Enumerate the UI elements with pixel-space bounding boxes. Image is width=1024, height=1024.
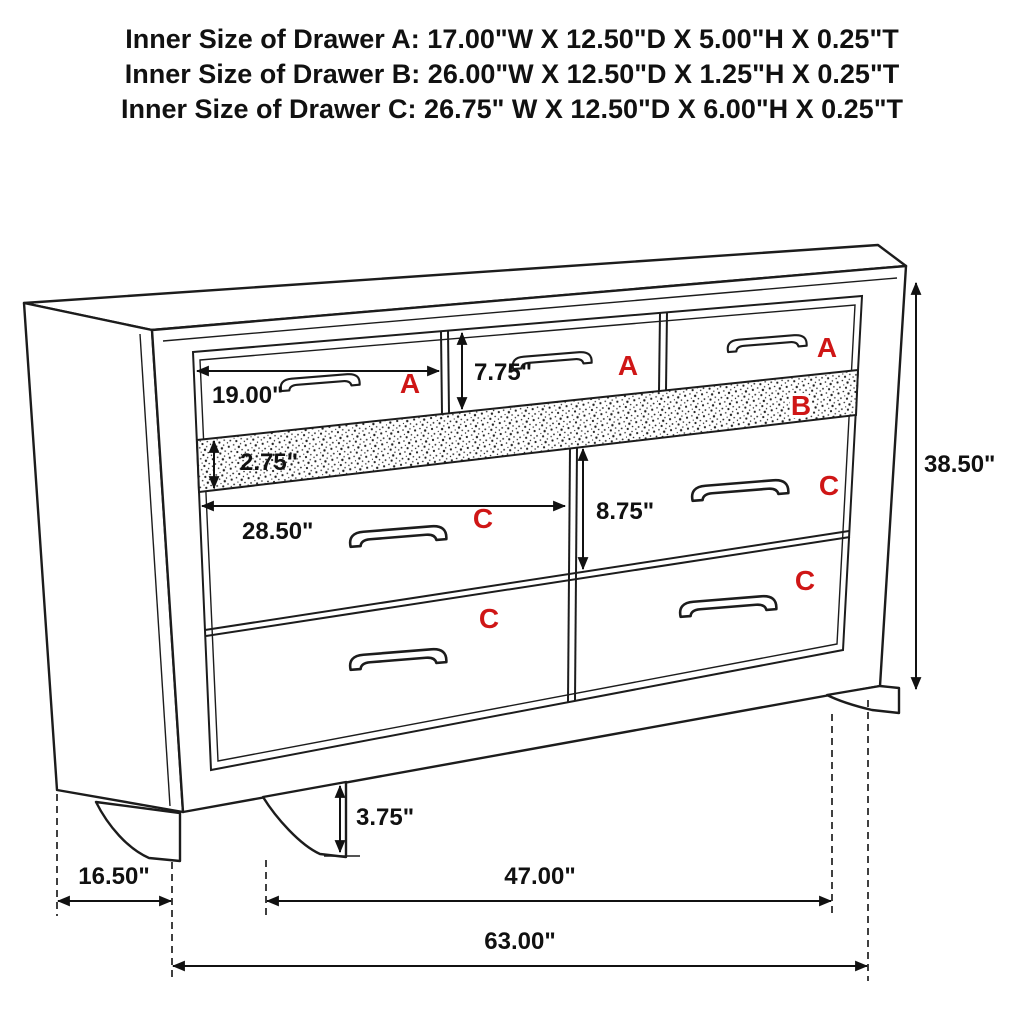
spec-header: Inner Size of Drawer A: 17.00"W X 12.50"… <box>0 22 1024 127</box>
dim-drawer-c-height: 8.75" <box>596 498 654 525</box>
drawer-area-inner-frame <box>199 304 856 762</box>
drawer-area-frame <box>191 294 864 772</box>
dim-depth: 16.50" <box>78 863 149 890</box>
side-bracket-foot <box>94 800 182 863</box>
dim-drawer-a-width: 19.00" <box>212 382 283 409</box>
drawer-a-label: A <box>817 332 837 363</box>
dim-overall-height: 38.50" <box>924 451 995 478</box>
side-stile-line <box>139 333 171 807</box>
dimension-lines <box>56 281 922 981</box>
dresser-drawing: A A A B C C C C <box>22 243 908 863</box>
drawer-a-label: A <box>618 350 638 381</box>
spec-line-drawer-b: Inner Size of Drawer B: 26.00"W X 12.50"… <box>124 59 900 89</box>
front-top-molding-line <box>162 277 898 342</box>
c-drawer-dividers <box>204 446 851 703</box>
drawer-b-speckled-strip <box>195 368 860 494</box>
dim-drawer-a-height: 7.75" <box>474 359 532 386</box>
dim-foot-span: 47.00" <box>504 863 575 890</box>
front-right-bracket-foot <box>825 684 901 715</box>
drawer-c-label: C <box>819 470 839 501</box>
dim-overall-width: 63.00" <box>484 928 555 955</box>
spec-line-drawer-a: Inner Size of Drawer A: 17.00"W X 12.50"… <box>125 24 899 54</box>
drawer-c-label: C <box>473 503 493 534</box>
dim-drawer-c-width: 28.50" <box>242 518 313 545</box>
drawer-b-label: B <box>791 390 811 421</box>
drawer-c-label: C <box>479 603 499 634</box>
top-row-dividers <box>440 311 668 415</box>
dimension-labels: 19.00" 7.75" 2.75" 28.50" 8.75" 38.50" 3… <box>78 359 995 955</box>
spec-line-drawer-c: Inner Size of Drawer C: 26.75" W X 12.50… <box>120 94 903 124</box>
drawer-c-label: C <box>795 565 815 596</box>
drawer-a-label: A <box>400 368 420 399</box>
dim-foot-height: 3.75" <box>356 804 414 831</box>
dim-strip-height: 2.75" <box>240 449 298 476</box>
